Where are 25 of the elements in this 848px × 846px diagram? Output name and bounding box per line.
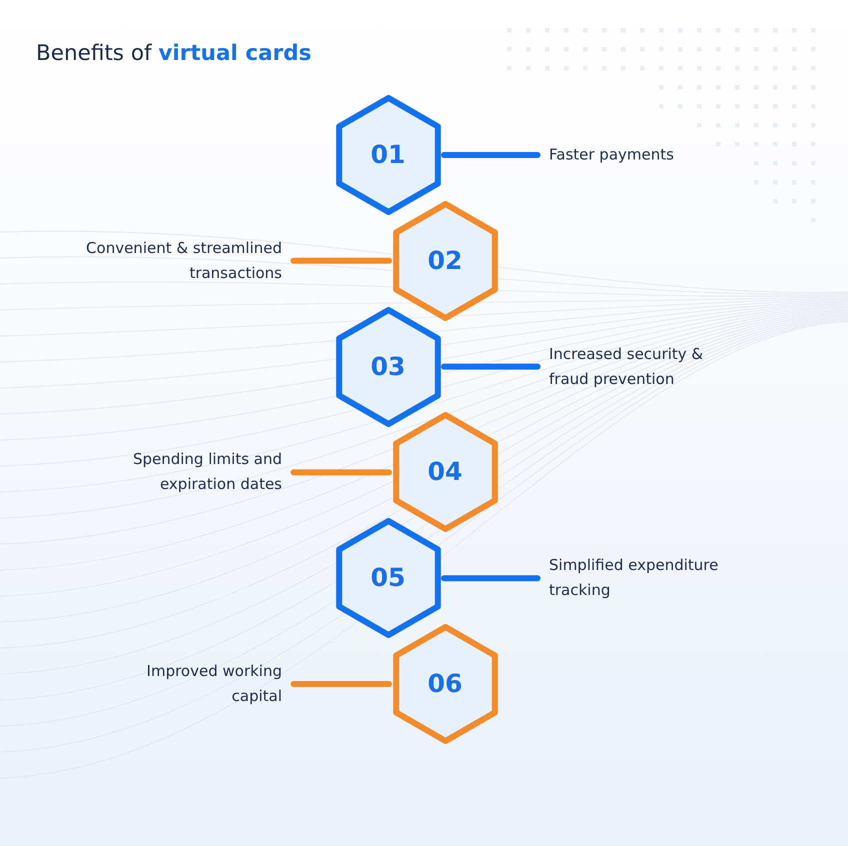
benefit-label: Simplified expenditure tracking <box>541 553 733 604</box>
connector-line <box>290 258 392 264</box>
step-number: 02 <box>426 246 464 276</box>
hexagon <box>392 624 498 744</box>
connector-line <box>290 681 392 687</box>
hexagon <box>336 518 440 638</box>
step-number: 06 <box>426 669 464 699</box>
step-number: 04 <box>426 457 464 488</box>
benefit-label: Improved working capital <box>118 659 290 709</box>
step-number: 01 <box>370 140 406 170</box>
step-number: 03 <box>370 352 406 382</box>
connector-line <box>441 152 540 158</box>
hexagon <box>392 200 498 321</box>
step-number: 05 <box>370 563 406 594</box>
benefit-label: Spending limits and expiration dates <box>90 447 290 498</box>
benefit-label: Increased security & fraud prevention <box>541 342 733 392</box>
connector-line <box>441 575 540 582</box>
benefit-label: Convenient & streamlined transactions <box>72 236 290 286</box>
connector-line <box>290 469 392 476</box>
connector-line <box>441 364 540 370</box>
hexagon <box>336 306 440 427</box>
title: Benefits of virtual cards <box>36 40 312 68</box>
benefit-label: Faster payments <box>541 142 733 168</box>
hexagon <box>392 412 498 532</box>
hexagon <box>336 95 440 215</box>
